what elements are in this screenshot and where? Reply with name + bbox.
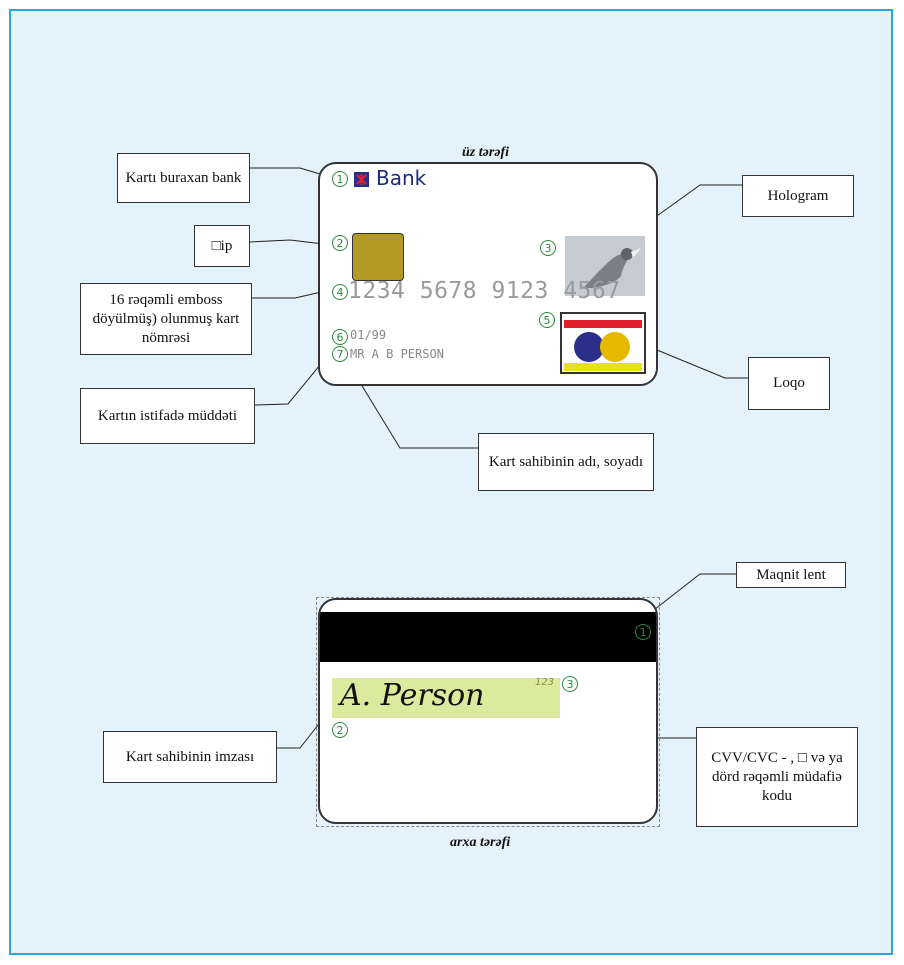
card-number: 1234 5678 9123 4567 (348, 278, 621, 304)
label-chip: □ip (194, 225, 250, 267)
line-logo (639, 342, 748, 379)
front-caption: üz tərəfi (462, 145, 510, 160)
signature-panel: A. Person (332, 678, 560, 718)
marker-5: 5 (539, 312, 555, 328)
card-front: 1 Bank 2 3 4 1234 5678 9123 4567 5 6 01/… (318, 162, 658, 386)
logo-red-bar (564, 320, 642, 328)
bank-logo-icon (354, 172, 369, 187)
logo-blue-circle (574, 332, 604, 362)
label-holder-name: Kart sahibinin adı, soyadı (478, 433, 654, 491)
label-logo: Loqo (748, 357, 830, 410)
label-hologram: Hologram (742, 175, 854, 217)
card-back-outline (316, 597, 660, 827)
expiry-date: 01/99 (350, 328, 387, 342)
line-signature (277, 719, 323, 749)
signature: A. Person (340, 678, 485, 713)
holder-name: MR A B PERSON (350, 347, 444, 361)
label-issuer: Kartı buraxan bank (117, 153, 250, 203)
marker-3: 3 (540, 240, 556, 256)
payment-logo (560, 312, 646, 374)
line-holder (344, 357, 478, 449)
back-caption: arxa tərəfi (450, 835, 511, 850)
label-cvv: CVV/CVC - , □ və ya dörd rəqəmli müdafiə… (696, 727, 858, 827)
hologram-icon (565, 236, 645, 296)
label-validity: Kartın istifadə müddəti (80, 388, 255, 444)
card-back: 1 A. Person 123 3 2 (318, 598, 658, 824)
marker-2: 2 (332, 235, 348, 251)
line-magnetic (649, 573, 736, 614)
label-signature: Kart sahibinin imzası (103, 731, 277, 783)
label-magnetic: Maqnit lent (736, 562, 846, 588)
marker-6: 6 (332, 329, 348, 345)
cvv-code: 123 (535, 677, 555, 688)
label-embossed: 16 rəqəmli emboss döyülmüş) olunmuş kart… (80, 283, 252, 355)
marker-7: 7 (332, 346, 348, 362)
bank-name: Bank (376, 166, 427, 190)
magnetic-stripe (320, 612, 656, 662)
back-marker-3: 3 (562, 676, 578, 692)
logo-gold-circle (600, 332, 630, 362)
chip-icon (352, 233, 404, 281)
marker-1: 1 (332, 171, 348, 187)
back-marker-2: 2 (332, 722, 348, 738)
marker-4: 4 (332, 284, 348, 300)
back-marker-1: 1 (635, 624, 651, 640)
logo-yellow-bar (564, 363, 642, 371)
line-hologram (642, 184, 742, 227)
